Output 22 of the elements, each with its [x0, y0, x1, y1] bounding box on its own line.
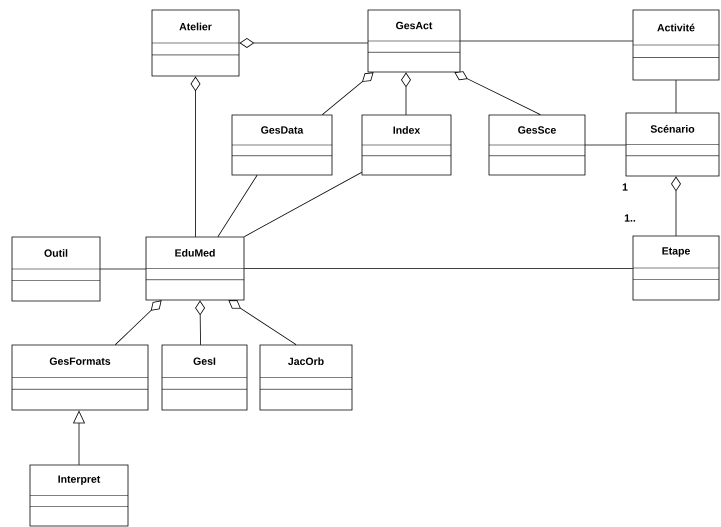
- association-line: [218, 175, 258, 237]
- class-box: JacOrb: [260, 344, 352, 410]
- multiplicity-label: 1: [622, 183, 628, 191]
- class-box: GesI: [162, 344, 248, 410]
- class-box: GesData: [232, 114, 332, 176]
- association-line: [244, 172, 362, 237]
- class-box: Activité: [632, 10, 720, 80]
- class-box: GesAct: [368, 10, 460, 72]
- class-box: Interpret: [30, 464, 128, 526]
- class-box: Atelier: [152, 10, 240, 76]
- class-box: Index: [362, 114, 452, 176]
- class-box: EduMed: [146, 236, 244, 300]
- association-line: [244, 268, 633, 269]
- class-box: Outil: [12, 236, 100, 302]
- class-box: Scénario: [626, 112, 720, 176]
- class-box: GesSce: [488, 114, 586, 176]
- class-box: Etape: [632, 236, 720, 300]
- association-line: [585, 144, 626, 146]
- class-box: GesFormats: [12, 344, 148, 410]
- association-line: [100, 268, 146, 270]
- multiplicity-label: 1..: [624, 214, 636, 222]
- association-line: [460, 40, 633, 42]
